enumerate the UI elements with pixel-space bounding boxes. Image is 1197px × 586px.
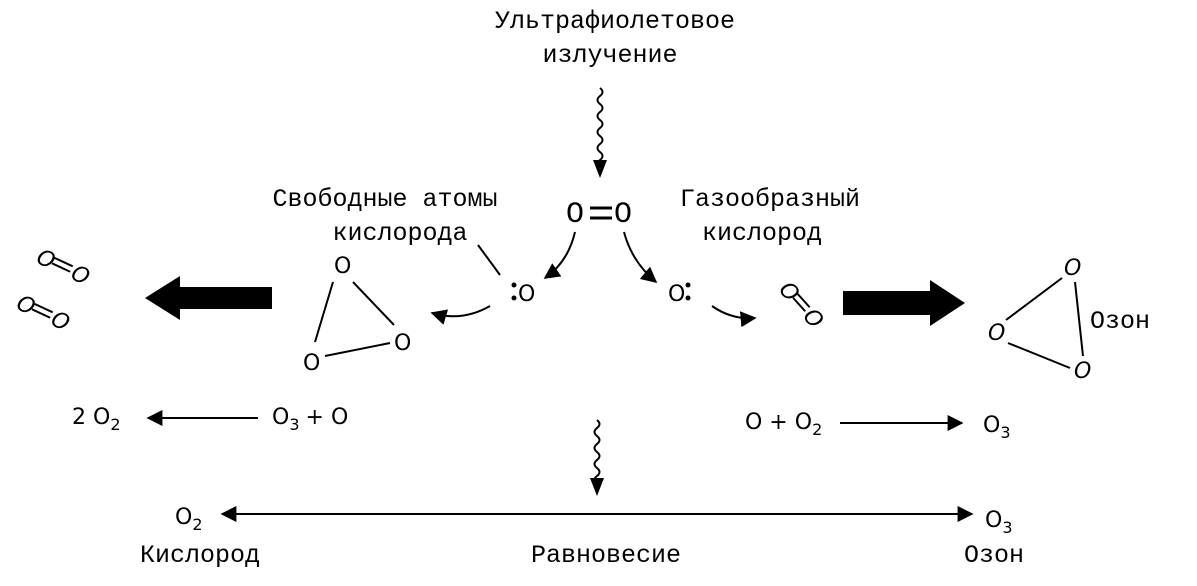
big-arrow-left [145,276,272,320]
ozone-left-atom-top: O [334,254,351,279]
eq-right-reactants: O + O2 [745,410,822,439]
radical-dot-left-1 [511,282,517,288]
svg-text:O: O [32,245,58,275]
uv-label-line1: Ультрафиолетовое [495,7,735,36]
big-arrow-right [843,280,965,326]
ozone-right-atom-bottom: O [1074,359,1091,384]
uv-wavy-arrow-top [596,87,604,168]
free-atoms-label-line1: Свободные атомы [272,185,497,214]
o-atom-center-left: O [566,198,584,232]
uv-arrowhead-top [593,160,607,178]
free-atoms-pointer [477,244,501,276]
eq-left-reactants: O3+ O [272,405,348,434]
split-arrow-right [623,231,658,284]
radical-to-ozone-arrow [430,305,491,325]
o-radical-right: O [668,282,685,307]
ozone-left-bond-2 [352,281,395,326]
uv-wavy-arrow-bottom [593,419,601,484]
o-atom-center-right: O [614,198,632,232]
ozone-left-bond-1 [314,281,334,343]
ozone-right-bond-3 [1007,342,1071,369]
ozone-right-atom-left: O [988,321,1005,346]
bottom-o3: O3 [985,508,1013,537]
ozone-left-atom-bottom: O [303,351,320,376]
bottom-oxygen-label: Кислород [140,541,260,570]
gas-oxygen-label-line2: кислород [702,219,822,248]
equilibrium-label: Равновесие [531,541,681,570]
free-atoms-label-line2: кислорода [332,219,467,248]
eq-right-product: O3 [983,413,1011,442]
uv-arrowhead-bottom [590,478,604,496]
uv-label-line2: излучение [542,41,677,70]
radical-dot-left-2 [511,295,517,301]
gas-oxygen-label-line1: Газообразный [680,185,860,214]
o2-molecule-right: O O [774,277,828,333]
ozone-right-label: Озон [1090,307,1150,336]
eq-left-product: 2 O2 [72,405,121,434]
svg-text:O: O [12,291,38,321]
ozone-right-bond-1 [1005,277,1063,321]
radical-dot-right-2 [685,295,691,301]
bottom-o2: O2 [175,505,203,534]
o2-molecule-left-1: O O [32,245,93,291]
ozone-left-bond-3 [324,342,391,357]
radical-to-o2-arrow [711,305,757,328]
split-arrow-left [543,231,576,279]
bottom-ozone-label: Озон [964,541,1024,570]
ozone-left-atom-right: O [394,331,411,356]
svg-text:O: O [774,277,804,307]
ozone-right-bond-2 [1074,281,1084,357]
o2-molecule-left-2: O O [12,291,73,337]
ozone-right-atom-top: O [1064,256,1081,281]
o-radical-left: O [518,282,535,307]
radical-dot-right-1 [685,282,691,288]
